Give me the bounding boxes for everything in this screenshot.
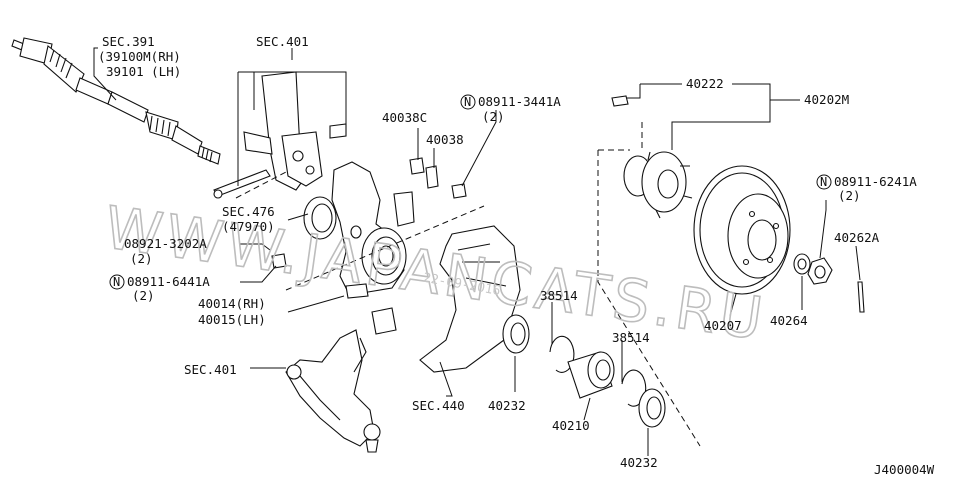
label-40014: 40014(RH): [198, 296, 266, 311]
label-08911-6241a: 08911-6241A: [834, 174, 917, 189]
label-qty-2a: (2): [482, 109, 505, 124]
sensor-ring: [303, 196, 337, 240]
lower-control-arm: [285, 307, 397, 453]
leader-lines: [93, 47, 861, 456]
assembly-outline: [235, 122, 701, 447]
label-08911-3441a: 08911-3441A: [478, 94, 561, 109]
label-40232-a: 40232: [488, 398, 526, 413]
hub-nut-set: [793, 253, 865, 313]
label-40210: 40210: [552, 418, 590, 433]
label-39101: 39101 (LH): [106, 64, 181, 79]
label-08911-6441a: 08911-6441A: [127, 274, 210, 289]
label-sec391: SEC.391: [102, 34, 155, 49]
drive-shaft: [11, 37, 221, 165]
bearing-set: [502, 314, 666, 428]
label-40038: 40038: [426, 132, 464, 147]
label-40222: 40222: [686, 76, 724, 91]
label-38514-a: 38514: [540, 288, 578, 303]
label-sec401-bottom: SEC.401: [184, 362, 237, 377]
splash-shield: [419, 225, 521, 373]
label-sec476: SEC.476: [222, 204, 275, 219]
label-40207: 40207: [704, 318, 742, 333]
n-marker-2: [109, 274, 125, 290]
n-marker-3: [816, 174, 832, 190]
diagram-id: J400004W: [874, 462, 935, 477]
label-38514-b: 38514: [612, 330, 650, 345]
part-labels: SEC.391 (39100M(RH) 39101 (LH) SEC.401 4…: [98, 34, 935, 477]
wheel-hub: [611, 95, 693, 219]
n-marker-3-text: N: [820, 175, 827, 189]
label-40202m: 40202M: [804, 92, 849, 107]
label-40038c: 40038C: [382, 110, 427, 125]
label-sec440: SEC.440: [412, 398, 465, 413]
steering-knuckle: [331, 161, 415, 299]
small-fasteners: [271, 157, 467, 269]
n-marker-1: [460, 94, 476, 110]
brake-disc: [693, 165, 791, 295]
label-08921-3202a: 08921-3202A: [124, 236, 207, 251]
strut-assembly: [213, 71, 347, 199]
label-40262a: 40262A: [834, 230, 880, 245]
n-marker-2-text: N: [113, 275, 120, 289]
label-39100m: (39100M(RH): [98, 49, 181, 64]
label-qty-2d: (2): [838, 188, 861, 203]
label-47970: (47970): [222, 219, 275, 234]
n-marker-1-text: N: [464, 95, 471, 109]
label-sec401-top: SEC.401: [256, 34, 309, 49]
label-qty-2c: (2): [132, 288, 155, 303]
label-40232-b: 40232: [620, 455, 658, 470]
n-markers: N N N: [109, 94, 832, 290]
label-40015: 40015(LH): [198, 312, 266, 327]
label-qty-2b: (2): [130, 251, 153, 266]
label-40264: 40264: [770, 313, 808, 328]
